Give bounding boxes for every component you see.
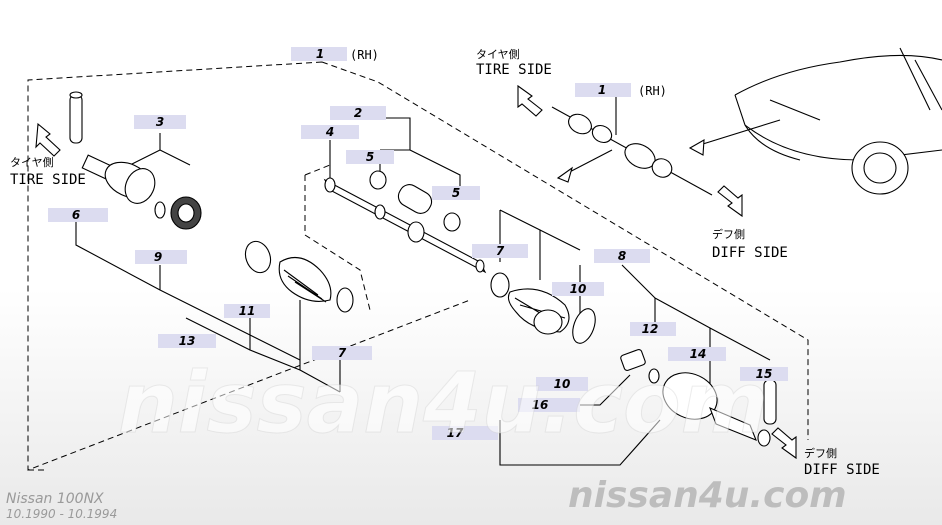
watermark-large: nissan4u.com — [118, 354, 768, 452]
shaft-pin-tire-side — [69, 91, 83, 144]
model-name: Nissan 100NX — [6, 491, 104, 507]
callout-5b[interactable]: 5 — [432, 186, 480, 200]
damper-bands — [369, 170, 461, 232]
callout-1-inset[interactable]: 1 — [575, 83, 631, 97]
inset-assembly-shaft — [551, 90, 713, 196]
outer-boot — [278, 256, 332, 303]
svg-text:7: 7 — [338, 346, 347, 360]
callout-1-main[interactable]: 1 — [291, 47, 347, 61]
svg-text:1: 1 — [316, 47, 324, 61]
svg-text:2: 2 — [354, 106, 362, 120]
watermark-corner: nissan4u.com — [568, 475, 847, 516]
inset-arrows — [556, 119, 781, 183]
callout-11[interactable]: 11 — [224, 304, 270, 318]
callout-9[interactable]: 9 — [135, 250, 187, 264]
svg-text:5: 5 — [366, 150, 374, 164]
inner-boot-band — [490, 272, 510, 298]
callout-8[interactable]: 8 — [594, 249, 650, 263]
callout-10b[interactable]: 10 — [536, 377, 588, 391]
snap-ring — [154, 201, 166, 219]
callout-2[interactable]: 2 — [330, 106, 386, 120]
car-front-sketch — [734, 47, 942, 195]
callout-4[interactable]: 4 — [301, 125, 359, 139]
callout-6[interactable]: 6 — [48, 208, 108, 222]
callout-3[interactable]: 3 — [134, 115, 186, 129]
callout-13[interactable]: 13 — [158, 334, 216, 348]
diff-side-inset-arrow-icon — [717, 185, 743, 218]
svg-text:12: 12 — [642, 322, 659, 336]
svg-text:7: 7 — [496, 244, 505, 258]
tripod-spider — [620, 349, 660, 384]
svg-text:11: 11 — [239, 304, 256, 318]
main-variant-label: (RH) — [350, 48, 379, 62]
boot-kit-outline — [304, 164, 371, 311]
svg-text:3: 3 — [156, 115, 164, 129]
callout-12[interactable]: 12 — [630, 322, 676, 336]
callout-14[interactable]: 14 — [668, 347, 726, 361]
inner-joint-housing — [662, 372, 771, 447]
svg-text:13: 13 — [179, 334, 196, 348]
svg-text:8: 8 — [618, 249, 626, 263]
callout-5a[interactable]: 5 — [346, 150, 394, 164]
tire-side-inset-jp-label: タイヤ側 — [476, 48, 520, 61]
svg-text:17: 17 — [447, 426, 464, 440]
callout-7a[interactable]: 7 — [472, 244, 528, 258]
callout-17[interactable]: 17 — [432, 426, 498, 440]
diff-side-inset-label: DIFF SIDE — [712, 245, 788, 261]
callout-16[interactable]: 16 — [518, 398, 580, 412]
svg-text:9: 9 — [154, 250, 162, 264]
svg-text:6: 6 — [72, 208, 80, 222]
svg-text:15: 15 — [756, 367, 773, 381]
drive-shaft — [323, 177, 487, 274]
svg-text:10: 10 — [570, 282, 587, 296]
model-years: 10.1990 - 10.1994 — [6, 507, 117, 521]
tire-side-arrow-icon — [35, 122, 61, 157]
callout-10a[interactable]: 10 — [552, 282, 604, 296]
inner-boot-large-band — [572, 308, 596, 344]
diff-side-label: DIFF SIDE — [804, 462, 880, 478]
assembly-frame — [27, 61, 809, 471]
diff-side-arrow-icon — [771, 427, 797, 460]
svg-text:16: 16 — [532, 398, 549, 412]
callout-15[interactable]: 15 — [740, 367, 788, 381]
tire-side-jp-label: タイヤ側 — [10, 156, 54, 169]
diff-side-inset-jp-label: デフ側 — [712, 227, 745, 241]
inset-variant-label: (RH) — [638, 84, 667, 98]
tire-side-inset-arrow-icon — [517, 84, 543, 117]
callout-7b[interactable]: 7 — [312, 346, 372, 360]
svg-text:10: 10 — [554, 377, 571, 391]
svg-text:1: 1 — [598, 83, 606, 97]
outer-boot-band — [244, 240, 272, 274]
outer-boot-small-band — [336, 287, 354, 313]
svg-text:5: 5 — [452, 186, 460, 200]
outer-cv-joint — [81, 154, 156, 204]
tire-side-inset-label: TIRE SIDE — [476, 62, 552, 78]
diff-side-jp-label: デフ側 — [804, 446, 837, 460]
svg-text:4: 4 — [325, 125, 334, 139]
inner-boot — [507, 288, 570, 335]
ball-cage — [170, 196, 202, 230]
svg-text:14: 14 — [690, 347, 707, 361]
tire-side-label: TIRE SIDE — [10, 172, 86, 188]
